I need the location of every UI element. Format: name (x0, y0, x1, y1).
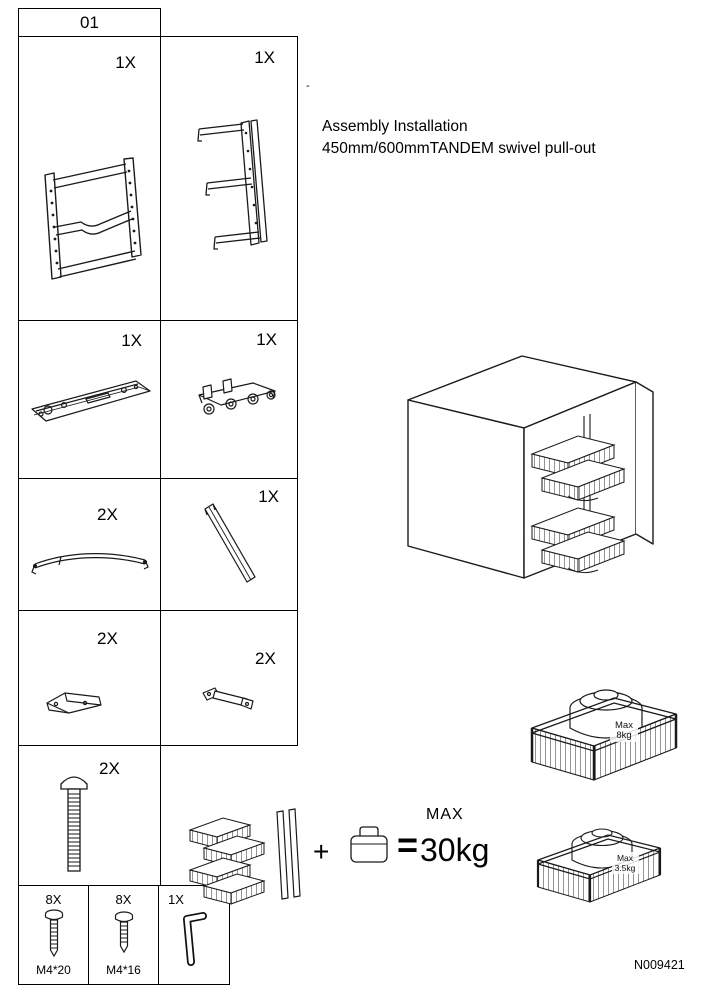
qty-label: 1X (115, 53, 136, 72)
basket-small-illustration: Max 3.5kg (536, 828, 662, 903)
assembled-unit-illustration (189, 808, 301, 905)
part-cell-carriage: 1X (160, 320, 298, 479)
qty-label: 2X (255, 649, 276, 668)
qty-label: 1X (121, 331, 142, 350)
allen-key-drawing (183, 912, 207, 966)
support-rod-drawing (31, 553, 149, 575)
part-cell-bolt: 2X (18, 745, 161, 886)
qty-label: 2X (97, 629, 118, 648)
part-cell-left-frame: 1X (18, 36, 161, 321)
equals-sign: = (397, 824, 419, 865)
document-code: N009421 (634, 958, 685, 972)
basket-large-max-label-line2: 8kg (616, 730, 631, 741)
fastener-cell-m4x16: 8X M4*16 (88, 885, 159, 985)
qty-label: 2X (99, 759, 120, 778)
cabinet-illustration (407, 355, 654, 579)
weight-block-illustration (350, 826, 388, 863)
fastener-size-label: M4*16 (106, 963, 141, 977)
bracket-b-drawing (202, 687, 254, 710)
basket-large-illustration: Max 8kg (530, 689, 678, 781)
screw-m4x20-drawing (44, 909, 64, 958)
qty-label: 8X (45, 892, 62, 907)
page-number-box: 01 (18, 8, 161, 37)
part-cell-bracket-b: 2X (160, 610, 298, 746)
qty-label: 8X (115, 892, 132, 907)
part-cell-bracket-a: 2X (18, 610, 161, 746)
slide-rail-drawing (31, 380, 151, 422)
rail-bar-drawing (204, 503, 256, 583)
fastener-size-label: M4*20 (36, 963, 71, 977)
bracket-a-drawing (46, 692, 102, 714)
right-frame-drawing (197, 119, 268, 250)
fastener-cell-m4x20: 8X M4*20 (18, 885, 89, 985)
qty-label: 1X (256, 330, 277, 349)
left-frame-drawing (44, 157, 142, 280)
document-title: Assembly Installation 450mm/600mmTANDEM … (322, 116, 596, 160)
fastener-cell-allen-key: 1X (158, 885, 230, 985)
part-cell-rail-bar: 1X (160, 478, 298, 611)
max-weight-value: 30kg (420, 832, 490, 868)
basket-large-max-label-line1: Max (615, 720, 633, 731)
carriage-drawing (198, 378, 276, 415)
qty-label: 1X (168, 892, 184, 907)
title-line-1: Assembly Installation (322, 118, 468, 135)
page-number: 01 (80, 13, 99, 32)
max-label: MAX (426, 806, 464, 823)
screw-m4x16-drawing (114, 911, 134, 954)
part-cell-right-frame: 1X (160, 36, 298, 321)
part-cell-slide-rail: 1X (18, 320, 161, 479)
qty-label: 2X (97, 505, 118, 524)
bolt-drawing (60, 776, 88, 872)
qty-label: 1X (258, 487, 279, 506)
stray-mark: - (306, 80, 310, 92)
basket-small-max-label-line2: 3.5kg (615, 863, 636, 873)
qty-label: 1X (254, 48, 275, 67)
part-cell-support-rod: 2X (18, 478, 161, 611)
title-line-2: 450mm/600mmTANDEM swivel pull-out (322, 140, 596, 157)
basket-small-max-label-line1: Max (617, 853, 634, 863)
plus-sign: + (313, 836, 330, 867)
